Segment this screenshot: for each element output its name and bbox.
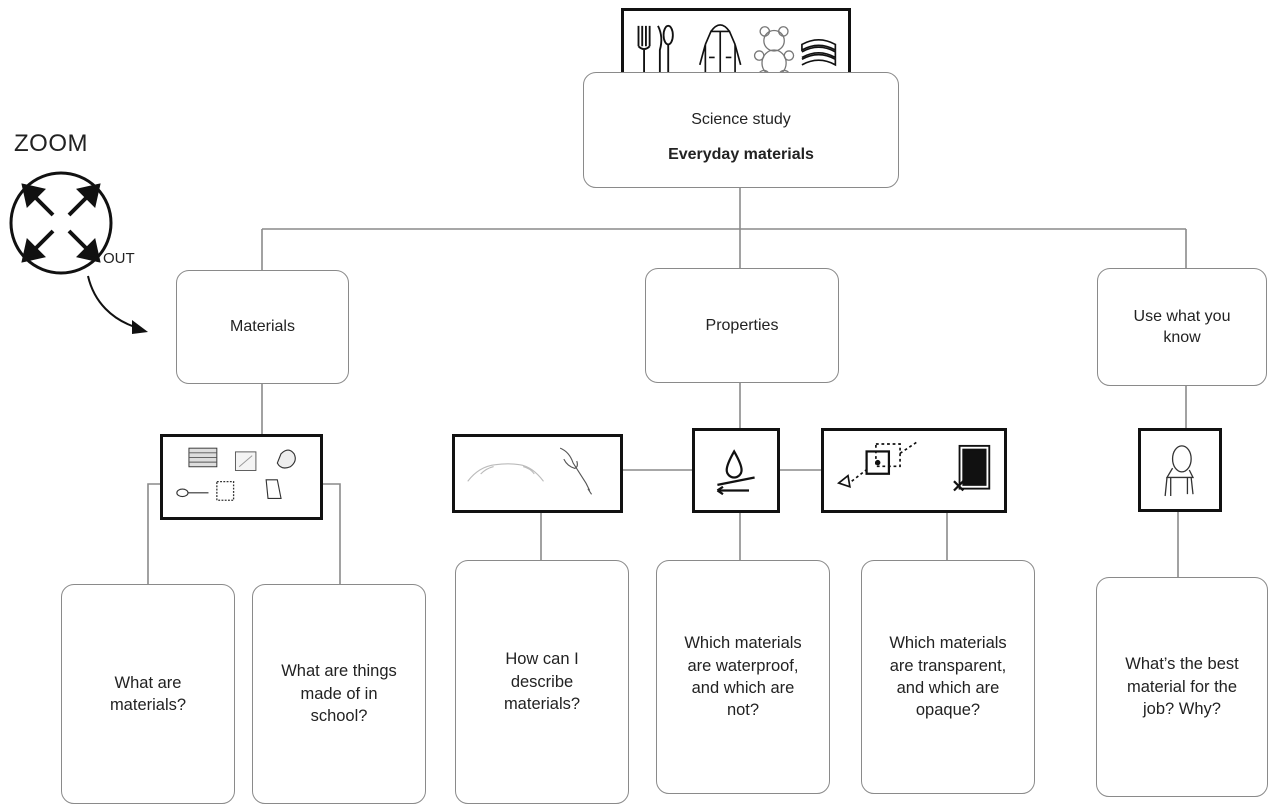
hand-with-pen-icon — [559, 447, 593, 495]
question-line: job? Why? — [1143, 700, 1221, 719]
waterproof-icon-box — [692, 428, 780, 513]
question-line: What are — [114, 673, 182, 692]
question-line: school? — [310, 707, 368, 726]
question-waterproof: Which materials are waterproof, and whic… — [656, 560, 830, 794]
root-node: Science study Everyday materials — [583, 72, 899, 188]
question-line: are transparent, — [889, 656, 1007, 675]
transparent-icon-box — [821, 428, 1007, 513]
materials-icon-box — [160, 434, 323, 520]
question-line: and which are — [691, 679, 795, 697]
spoon-icon — [176, 488, 209, 498]
question-line: are waterproof, — [687, 656, 799, 675]
describe-icon-box — [452, 434, 623, 513]
question-best-material: What’s the best material for the job? Wh… — [1096, 577, 1268, 797]
question-line: What are things — [281, 662, 397, 681]
question-transparent: Which materials are transparent, and whi… — [861, 560, 1035, 794]
question-line: not? — [726, 701, 760, 720]
stone-sample-icon — [276, 449, 296, 469]
question-line: materials? — [109, 696, 187, 714]
cloth-swatch-icon — [216, 481, 235, 501]
connector-q1 — [147, 483, 160, 584]
branch-use-label-line: Use what you — [1133, 307, 1231, 325]
question-line: What’s the best — [1125, 655, 1239, 674]
zoom-out-icon — [9, 171, 113, 275]
curved-arrow-icon — [87, 275, 148, 334]
root-title: Science study — [691, 111, 791, 129]
question-line: opaque? — [915, 701, 981, 720]
question-things-made-of: What are things made of in school? — [252, 584, 426, 804]
root-subtitle: Everyday materials — [668, 145, 814, 163]
water-drop-icon — [716, 449, 755, 496]
question-line: describe — [510, 672, 574, 691]
paper-sample-icon — [265, 479, 282, 499]
question-describe-materials: How can I describe materials? — [455, 560, 629, 804]
question-line: made of in — [300, 684, 378, 703]
branch-use-label-line: know — [1163, 329, 1201, 346]
opaque-block-icon — [953, 444, 991, 492]
branch-use-what-you-know: Use what you know — [1097, 268, 1267, 386]
raincoat-icon — [698, 24, 742, 77]
question-line: Which materials — [684, 634, 802, 653]
question-line: and which are — [896, 679, 1000, 697]
connector-q2 — [323, 483, 341, 584]
question-line: Which materials — [889, 634, 1007, 653]
question-line: materials? — [503, 695, 581, 714]
use-icon-box — [1138, 428, 1222, 512]
fabric-sample-icon — [188, 447, 218, 468]
branch-materials-label: Materials — [230, 318, 295, 336]
towels-icon — [801, 38, 837, 67]
branch-properties-label: Properties — [705, 316, 779, 334]
question-line: How can I — [505, 650, 579, 669]
question-line: material for the — [1126, 677, 1238, 696]
question-what-are-materials: What are materials? — [61, 584, 235, 804]
light-through-glass-icon — [836, 441, 918, 488]
stretching-hands-icon — [467, 463, 544, 482]
chair-icon — [1164, 445, 1195, 497]
zoom-title: ZOOM — [14, 130, 88, 157]
branch-materials: Materials — [176, 270, 349, 384]
branch-properties: Properties — [645, 268, 839, 383]
zoom-direction-label: OUT — [103, 250, 135, 267]
glass-sample-icon — [234, 451, 257, 471]
